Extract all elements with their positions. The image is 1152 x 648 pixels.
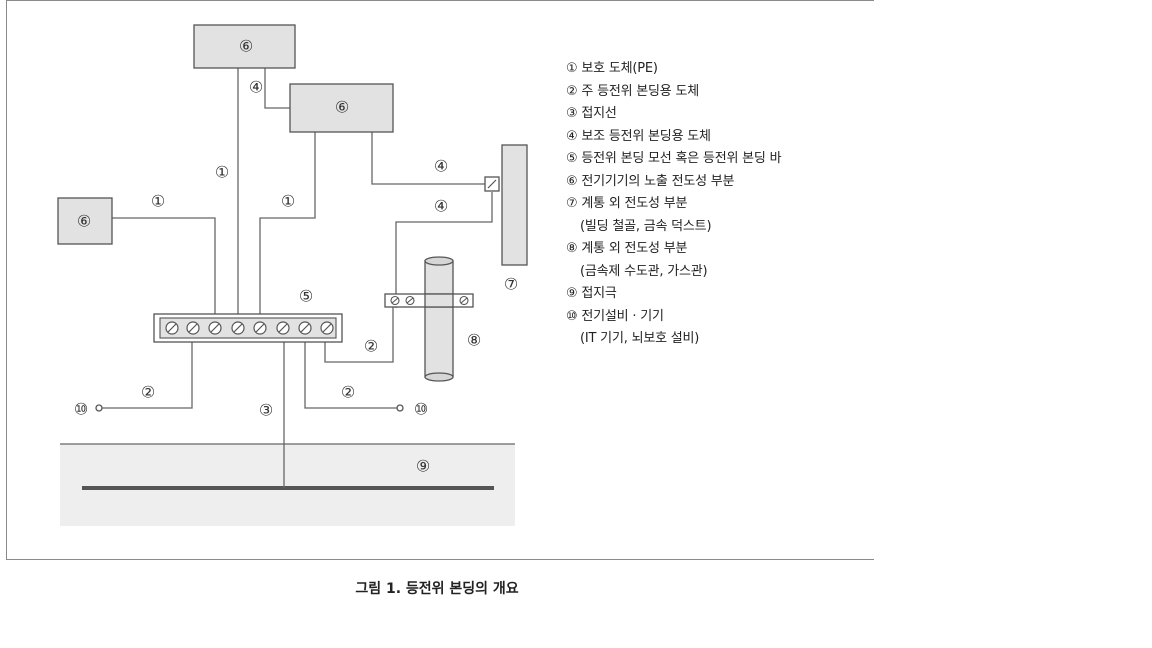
device-terminal-right xyxy=(396,404,404,412)
legend-item: ⑨ 접지극 xyxy=(566,286,617,301)
earth-electrode-bar xyxy=(82,486,494,490)
equipment-box-right xyxy=(289,83,394,133)
equipment-box-left xyxy=(57,197,113,245)
legend-list: ① 보호 도체(PE) ② 주 등전위 본딩용 도체 ③ 접지선 ④ 보조 등전… xyxy=(566,58,866,351)
label-ext-part-column: ⑦ xyxy=(504,275,518,294)
pe-wire-middle xyxy=(259,132,316,325)
label-equipment-right: ⑥ xyxy=(335,98,349,117)
legend-item: ⑤ 등전위 본딩 모선 혹은 등전위 본딩 바 xyxy=(566,151,782,166)
label-main-bonding-right: ② xyxy=(341,383,355,402)
legend-item: ① 보호 도체(PE) xyxy=(566,61,658,76)
bus-bar-terminals xyxy=(165,321,334,335)
wires xyxy=(100,40,493,488)
label-supp-bonding-column-bottom: ④ xyxy=(434,197,448,216)
label-device-right: ⑩ xyxy=(414,400,428,419)
legend-item: (빌딩 철골, 금속 덕스트) xyxy=(580,218,712,234)
metal-pipe xyxy=(424,260,454,378)
main-bonding-wire-left xyxy=(100,337,193,409)
label-main-bonding-pipe: ② xyxy=(364,337,378,356)
main-bonding-wire-right xyxy=(304,337,397,409)
figure-caption: 그림 1. 등전위 본딩의 개요 xyxy=(355,581,519,597)
legend-item: ⑧ 계통 외 전도성 부분 xyxy=(566,241,688,256)
pipe-clamp-band xyxy=(424,293,454,308)
pipe-clamp-screws xyxy=(390,295,469,306)
label-main-bonding-left: ② xyxy=(141,383,155,402)
column-clamp-slot xyxy=(487,179,497,189)
pipe-bottom xyxy=(424,372,454,382)
equipment-box-top xyxy=(193,24,296,69)
legend-item: ② 주 등전위 본딩용 도체 xyxy=(566,83,700,99)
main-bonding-wire-pipe xyxy=(324,300,394,363)
bus-bar-inner xyxy=(159,317,337,339)
supp-wire-column-top xyxy=(371,132,485,185)
label-device-left: ⑩ xyxy=(74,400,88,419)
label-earth-electrode: ⑨ xyxy=(416,457,430,476)
legend-item: (금속제 수도관, 가스관) xyxy=(580,263,708,279)
supp-wire-column-bottom xyxy=(395,192,493,308)
label-pe-middle: ① xyxy=(281,192,295,211)
legend-item: ⑩ 전기설비 · 기기 xyxy=(566,308,664,324)
label-equipment-top: ⑥ xyxy=(239,37,253,56)
legend-item: ③ 접지선 xyxy=(566,106,617,121)
figure-frame xyxy=(6,0,874,560)
label-supp-bonding-top: ④ xyxy=(249,78,263,97)
label-ext-part-pipe: ⑧ xyxy=(467,331,481,350)
pe-wire-left xyxy=(112,217,216,325)
label-pe-left: ① xyxy=(151,192,165,211)
bonding-diagram: ⑥ ⑥ ⑥ ④ ④ ④ ① ① ① ⑤ ⑦ ⑧ ② ② ② ③ ⑩ ⑩ ⑨ xyxy=(57,24,528,526)
legend-item: ④ 보조 등전위 본딩용 도체 xyxy=(566,128,711,144)
device-terminal-left xyxy=(95,404,103,412)
legend-item: ⑥ 전기기기의 노출 전도성 부분 xyxy=(566,173,735,189)
label-supp-bonding-column-top: ④ xyxy=(434,157,448,176)
label-bus-bar: ⑤ xyxy=(299,287,313,306)
legend-item: (IT 기기, 뇌보호 설비) xyxy=(580,331,700,346)
legend-item: ⑦ 계통 외 전도성 부분 xyxy=(566,196,688,211)
pipe-top xyxy=(424,256,454,266)
label-equipment-left: ⑥ xyxy=(77,212,91,231)
label-pe-top: ① xyxy=(215,163,229,182)
ground-area xyxy=(60,444,515,526)
label-earthing: ③ xyxy=(259,401,273,420)
steel-column xyxy=(501,144,528,266)
